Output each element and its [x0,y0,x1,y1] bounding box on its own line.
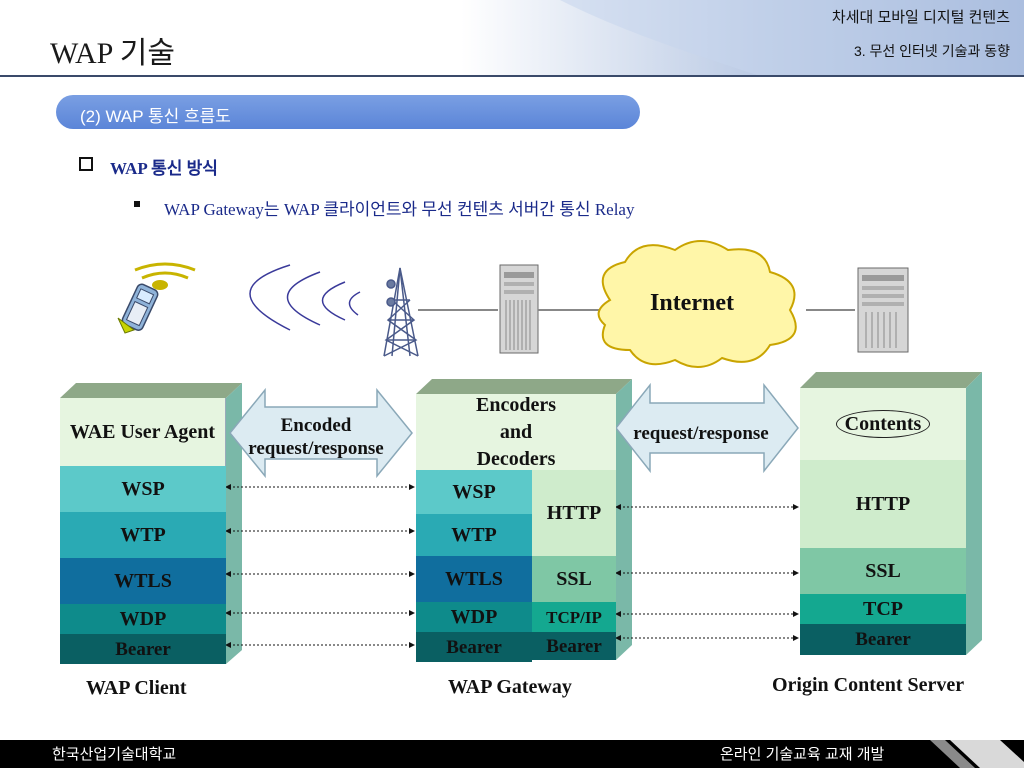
section-label: (2) WAP 통신 흐름도 [80,107,231,126]
footer-stripes [930,740,1024,768]
client-layer-wtls: WTLS [60,558,226,604]
section-banner [56,95,640,129]
client-layer-wtp: WTP [60,512,226,558]
internet-label: Internet [650,290,734,316]
gateway-layer-wdp: WDP [416,602,532,632]
encoded-arrow-label: Encoded request/response [248,415,384,459]
gateway-layer-bearer-left: Bearer [416,632,532,662]
client-caption: WAP Client [86,677,187,699]
client-layer-wae: WAE User Agent [60,398,226,466]
header-bar [0,0,1024,76]
gateway-caption: WAP Gateway [448,676,572,698]
client-layer-wsp: WSP [60,466,226,512]
cell-tower-icon [383,267,419,357]
server-layer-http: HTTP [800,460,966,548]
bullet-level2: WAP Gateway는 WAP 클라이언트와 무선 컨텐츠 서버간 통신 Re… [164,200,635,219]
radio-waves-icon [249,264,361,331]
gateway-layer-http: HTTP [532,470,616,556]
server-layer-tcp: TCP [800,594,966,624]
origin-server-icon [857,267,909,353]
course-title: 차세대 모바일 디지털 컨텐츠 [831,9,1010,26]
slide-title: WAP 기술 [50,37,175,70]
gateway-layer-wsp: WSP [416,470,532,514]
square-bullet-icon [134,201,140,207]
internet-cloud-icon [597,240,797,368]
request-arrow-label: request/response [633,422,769,444]
client-layer-bearer: Bearer [60,634,226,664]
gateway-layer-wtls: WTLS [416,556,532,602]
bullet-level1: WAP 통신 방식 [110,159,218,178]
chapter-title: 3. 무선 인터넷 기술과 동향 [853,43,1010,59]
gateway-layer-tcpip: TCP/IP [532,602,616,632]
mobile-phone-icon [117,262,196,334]
footer-institution: 한국산업기술대학교 [52,746,177,763]
checkbox-bullet-icon [79,157,93,171]
header-background [0,0,1024,76]
gateway-layer-wtp: WTP [416,514,532,556]
footer-project: 온라인 기술교육 교재 개발 [720,746,885,763]
gateway-layer-bearer-right: Bearer [532,632,616,660]
gateway-server-icon [499,264,539,354]
client-layer-wdp: WDP [60,604,226,634]
footer-bar [0,740,1024,768]
server-layer-bearer: Bearer [800,624,966,655]
gateway-encoders-decoders: Encoders and Decoders [416,394,616,470]
gateway-layer-ssl: SSL [532,556,616,602]
server-caption: Origin Content Server [772,674,965,696]
header-divider [0,75,1024,77]
server-layer-contents: Contents [835,410,931,438]
server-layer-contents-box: Contents [800,388,966,460]
server-layer-ssl: SSL [800,548,966,594]
network-illustration [117,240,909,368]
